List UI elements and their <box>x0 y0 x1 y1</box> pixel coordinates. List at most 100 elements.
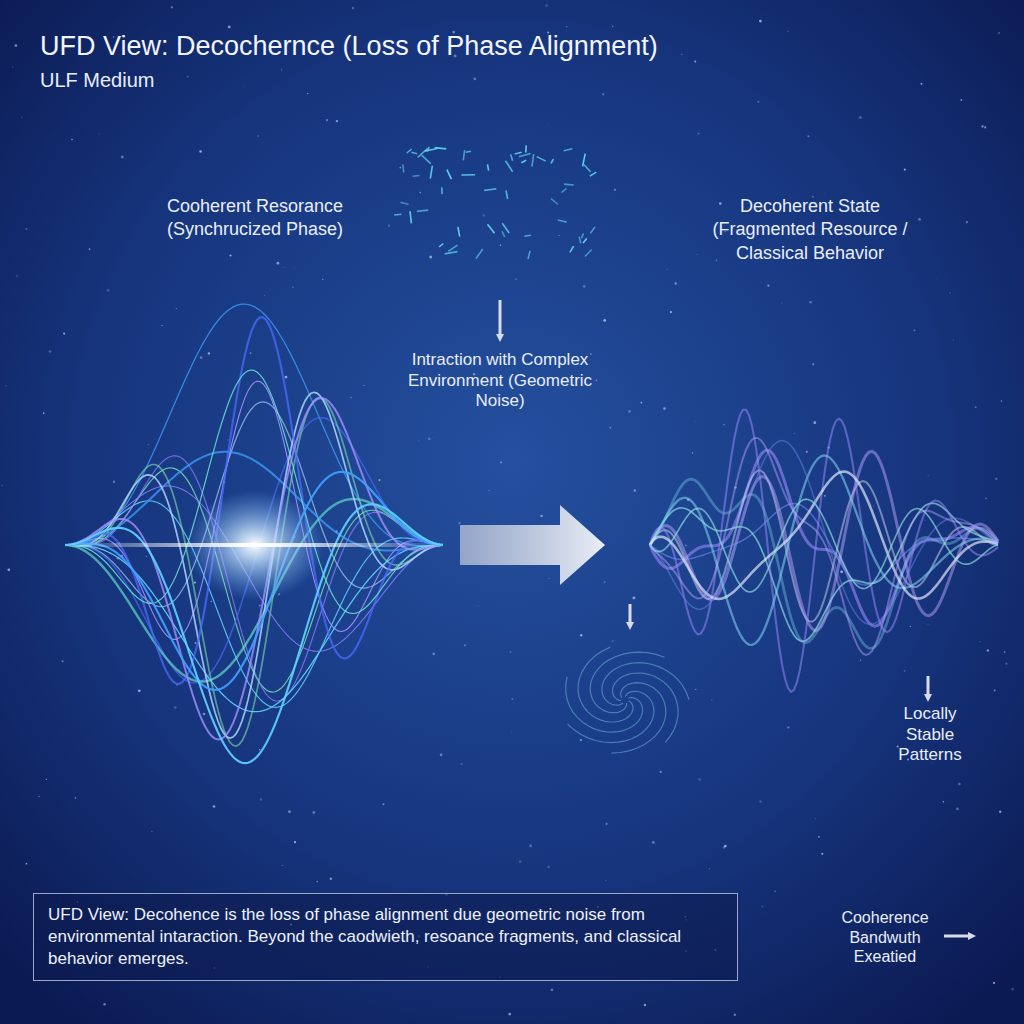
star <box>259 604 261 606</box>
star <box>322 279 323 280</box>
star <box>818 836 820 838</box>
star <box>483 214 485 216</box>
star <box>510 651 512 653</box>
star <box>244 85 246 87</box>
noise-dash <box>458 227 460 237</box>
star <box>294 841 296 843</box>
star <box>897 746 899 748</box>
star <box>927 623 929 625</box>
noise-dash <box>506 190 508 199</box>
noise-dash <box>532 154 534 167</box>
star <box>612 640 614 642</box>
star <box>956 807 959 810</box>
star <box>641 402 643 404</box>
star <box>89 248 91 250</box>
star <box>815 818 816 819</box>
star <box>681 54 682 55</box>
star <box>121 156 124 159</box>
flow-arrow <box>460 505 605 585</box>
star <box>330 878 333 881</box>
noise-dash <box>579 237 580 244</box>
noise-dash <box>407 149 412 153</box>
star <box>583 285 586 288</box>
noise-dash <box>528 251 530 259</box>
star <box>696 254 698 256</box>
star <box>719 202 722 205</box>
star <box>545 4 548 7</box>
noise-dash <box>521 160 526 163</box>
star <box>419 192 421 194</box>
noise-dash <box>525 145 527 152</box>
star <box>229 254 231 256</box>
star <box>75 797 77 799</box>
star <box>195 642 197 644</box>
star <box>61 660 63 662</box>
star <box>787 31 788 32</box>
star <box>604 581 606 583</box>
star-field <box>1 4 1014 1016</box>
star <box>5 385 7 387</box>
star <box>821 853 823 855</box>
star <box>981 125 983 127</box>
decoherent-wave <box>650 438 998 655</box>
star <box>566 26 568 28</box>
noise-dash <box>564 149 573 151</box>
star <box>904 169 906 171</box>
coherent-waves <box>65 304 443 763</box>
star <box>1005 663 1007 665</box>
star <box>694 420 696 422</box>
star <box>21 117 22 118</box>
star <box>477 605 479 607</box>
decoherent-wave <box>650 410 998 692</box>
star <box>382 803 384 805</box>
coherent-group: Cooherent Resorance (Synchrucized Phase) <box>50 195 460 815</box>
decoherent-wave <box>650 470 998 621</box>
down-arrow <box>927 676 930 698</box>
star <box>999 811 1001 813</box>
down-arrow <box>499 300 502 338</box>
star <box>363 385 364 386</box>
star <box>761 906 763 908</box>
star <box>307 93 309 95</box>
noise-dash <box>551 159 554 164</box>
down-arrow <box>629 604 632 626</box>
noise-dash <box>448 245 457 251</box>
star <box>987 649 989 651</box>
star <box>960 99 962 101</box>
star <box>709 868 710 869</box>
noise-dash <box>511 154 513 161</box>
noise-dash <box>476 249 483 259</box>
star <box>500 461 502 463</box>
decoherent-wave <box>650 472 998 599</box>
star <box>793 432 795 434</box>
star <box>840 570 843 573</box>
star <box>757 101 759 103</box>
star <box>282 865 283 866</box>
star <box>644 1004 647 1007</box>
star <box>489 490 490 491</box>
star <box>809 301 811 303</box>
noise-dash <box>590 172 597 176</box>
star <box>813 421 816 424</box>
star <box>807 135 809 137</box>
caption-text: UFD View: Decohence is the loss of phase… <box>48 904 723 970</box>
star <box>723 424 724 425</box>
noise-dash <box>584 165 590 172</box>
noise-dash <box>413 175 420 177</box>
star <box>551 988 554 991</box>
diagram-title: UFD View: Decochernce (Loss of Phase Ali… <box>40 30 940 63</box>
star <box>103 1003 106 1006</box>
star <box>548 866 550 868</box>
noise-dash <box>537 157 546 162</box>
star <box>628 410 631 413</box>
noise-dash <box>394 214 401 216</box>
noise-dash <box>502 231 505 237</box>
star <box>432 653 435 656</box>
noise-dash <box>506 161 513 172</box>
star <box>161 325 163 327</box>
star <box>138 689 141 692</box>
star <box>388 225 390 227</box>
star <box>26 863 28 865</box>
noise-dash <box>430 166 432 179</box>
coherent-wave <box>65 392 443 738</box>
